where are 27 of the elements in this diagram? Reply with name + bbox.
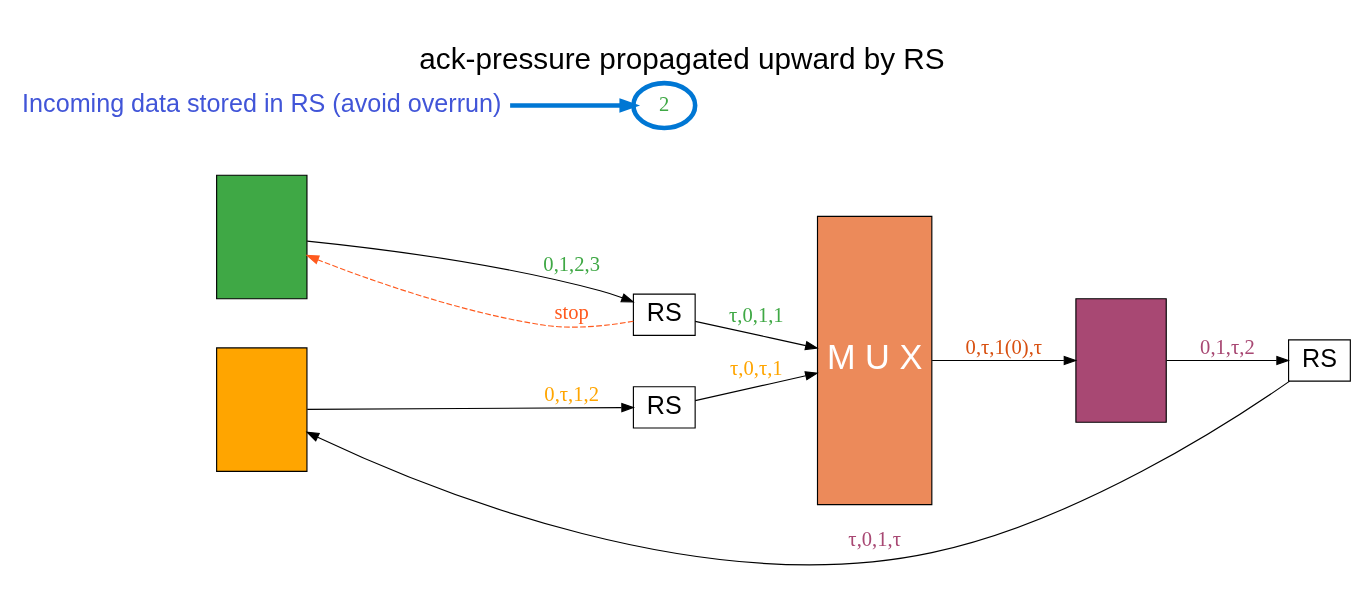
arrow — [305, 380, 1291, 565]
edge-label: 0,τ,1,2 — [544, 382, 599, 405]
edge-label: τ,0,1,τ — [848, 527, 901, 550]
arrow — [306, 402, 635, 412]
edge-label: τ,0,1,1 — [729, 303, 784, 326]
edge-label: 0,1,τ,2 — [1200, 335, 1255, 358]
diagram-title: ack-pressure propagated upward by RS — [419, 41, 945, 75]
arrow — [694, 370, 819, 401]
edge-label: 0,1,2,3 — [543, 252, 600, 275]
node-box — [216, 346, 308, 472]
edge-label: 0,τ,1(0),τ — [965, 335, 1043, 358]
edge-label: stop — [554, 300, 589, 323]
arrow — [510, 97, 641, 113]
arrow — [1166, 355, 1291, 365]
arrow — [306, 240, 635, 302]
node-box: M U X — [816, 215, 933, 505]
node-ellipse: 2 — [631, 80, 698, 130]
arrow — [305, 254, 634, 328]
node-box: RS — [632, 385, 696, 429]
node-text: Incoming data stored in RS (avoid overrun) — [22, 88, 502, 117]
edge-label: τ,0,τ,1 — [730, 356, 783, 379]
node-box: RS — [1288, 338, 1351, 382]
arrow — [931, 355, 1078, 365]
node-box: RS — [632, 293, 696, 336]
node-box — [1075, 297, 1167, 423]
arrow — [694, 320, 819, 350]
node-box — [216, 174, 308, 299]
